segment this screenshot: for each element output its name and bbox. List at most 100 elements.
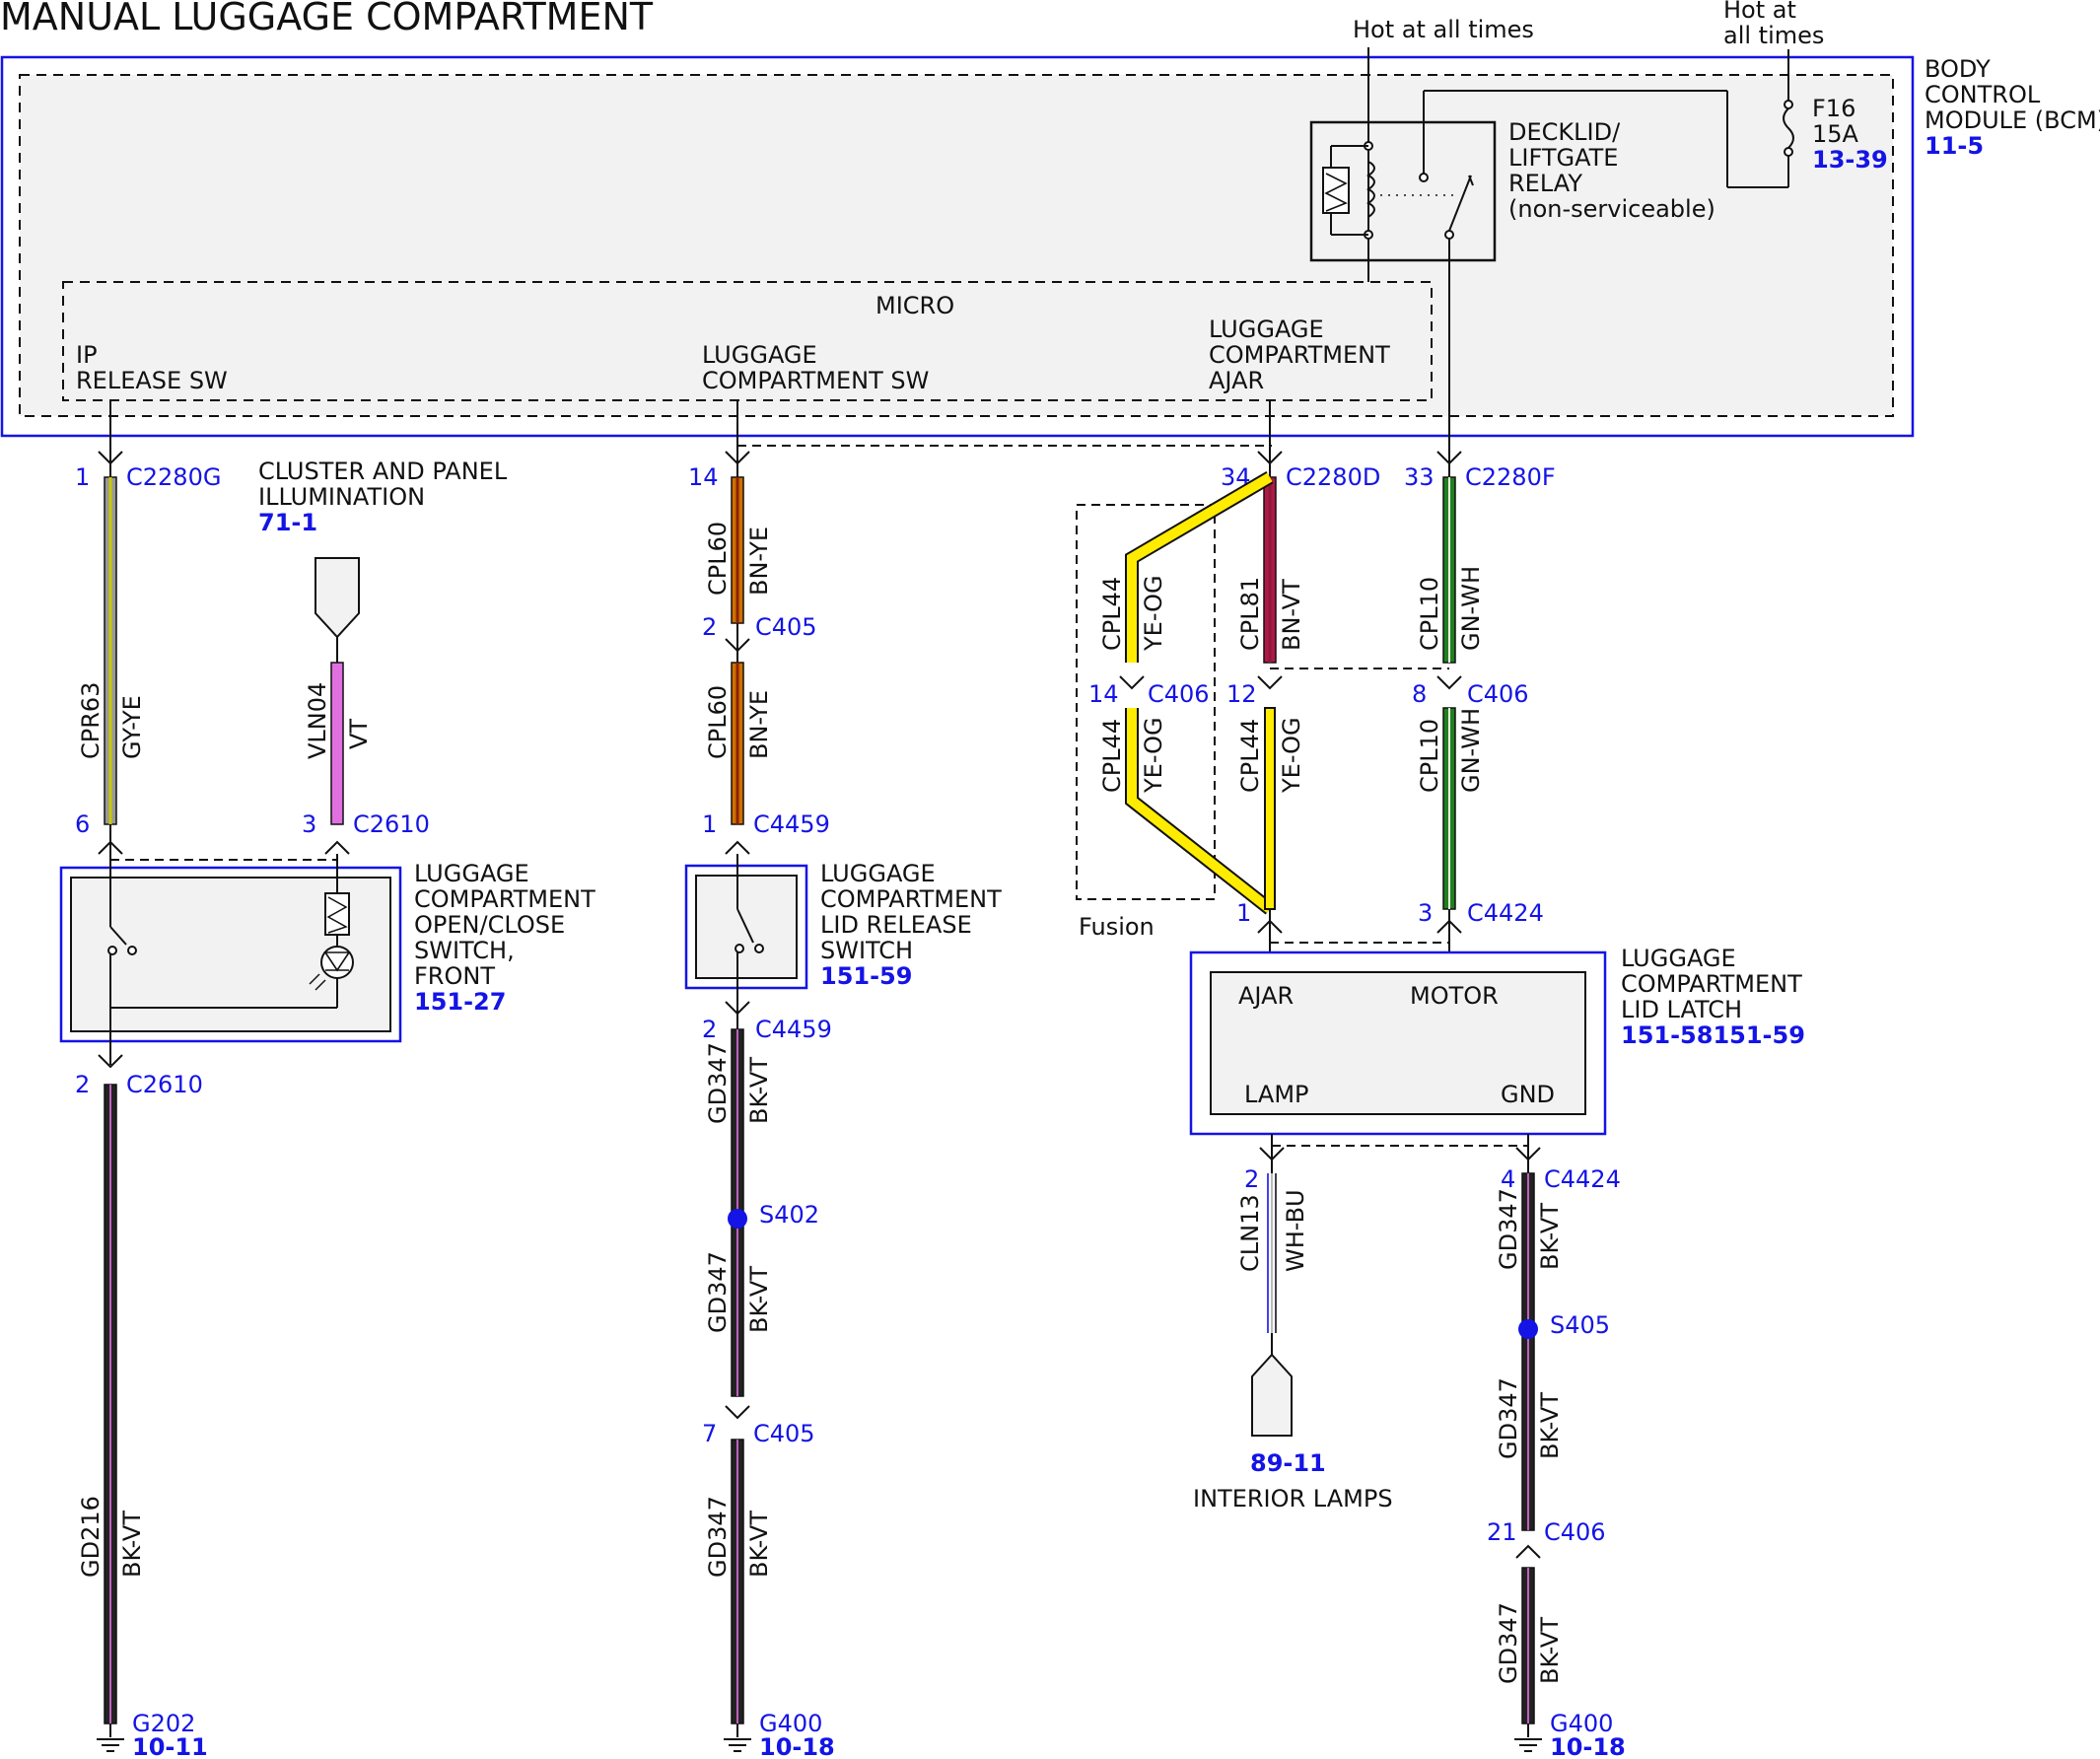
- hot-label-2a: Hot at: [1723, 0, 1796, 24]
- ground-g400-a: G400: [759, 1710, 822, 1737]
- bcm-ref[interactable]: 11-5: [1925, 132, 1984, 160]
- switch-front-line-4: SWITCH,: [414, 937, 515, 964]
- wire-cpl44-b: [1127, 708, 1274, 913]
- wire-cpl44-c-id: CPL44: [1236, 719, 1264, 793]
- ground-g400-a-ref[interactable]: 10-18: [759, 1733, 835, 1759]
- interior-lamps-ref[interactable]: 89-11: [1250, 1449, 1326, 1477]
- switch-lid-line-4: SWITCH: [820, 937, 913, 964]
- conn-c4459-b: C4459: [755, 1016, 832, 1043]
- conn-c405-a: C405: [755, 613, 817, 641]
- wire-cpl10-b-id: CPL10: [1416, 719, 1443, 793]
- pin-1: 1: [75, 463, 90, 491]
- conn-c2280d: C2280D: [1286, 463, 1380, 491]
- wire-cpl44-a: [1127, 472, 1273, 663]
- pin-3-b: 3: [1418, 899, 1433, 927]
- splice-s405: S405: [1550, 1311, 1610, 1339]
- conn-c2280f: C2280F: [1465, 463, 1556, 491]
- ground-g400-b: G400: [1550, 1710, 1613, 1737]
- ground-g400-b-ref[interactable]: 10-18: [1550, 1733, 1626, 1759]
- interior-lamps-connector-icon: [1251, 1353, 1293, 1437]
- latch-line-3: LID LATCH: [1621, 996, 1742, 1023]
- wire-vln04: [330, 662, 344, 825]
- fuse-icon: [1783, 107, 1794, 149]
- wire-vln04-id: VLN04: [304, 682, 331, 759]
- pin-2-a: 2: [75, 1071, 90, 1098]
- pin-2-c: 2: [702, 1016, 717, 1043]
- pin-21: 21: [1487, 1518, 1517, 1546]
- ground-g202: G202: [132, 1710, 195, 1737]
- wire-cpl44-c: [1264, 707, 1276, 910]
- switch-lid-line-1: LUGGAGE: [820, 860, 936, 887]
- splice-s405-icon: [1518, 1319, 1538, 1339]
- pin-1-b: 1: [702, 810, 717, 838]
- fuse-ref[interactable]: 13-39: [1812, 146, 1888, 174]
- latch-pin-motor: MOTOR: [1410, 982, 1499, 1010]
- wire-vln04-color: VT: [345, 719, 373, 749]
- relay-switch-icon: [1448, 175, 1472, 232]
- switch-front-contact-icon: [109, 926, 127, 946]
- lsw-line-2: COMPARTMENT SW: [702, 367, 929, 394]
- relay-line-3: RELAY: [1508, 170, 1582, 197]
- latch-line-1: LUGGAGE: [1621, 945, 1736, 972]
- cluster-ref[interactable]: 71-1: [258, 509, 317, 536]
- wire-cpl81-id: CPL81: [1236, 577, 1264, 651]
- wire-gd216-id: GD216: [77, 1496, 105, 1578]
- wire-cpl44-b-color: YE-OG: [1140, 717, 1167, 794]
- conn-c405-b: C405: [753, 1420, 815, 1447]
- wire-cpl10-a-color: GN-WH: [1457, 566, 1485, 651]
- hot-label-1: Hot at all times: [1353, 16, 1534, 43]
- relay-line-4: (non-serviceable): [1508, 195, 1715, 223]
- wire-cpl60-b-color: BN-YE: [745, 690, 773, 759]
- wire-cpl44-a-id: CPL44: [1098, 577, 1126, 651]
- pin-4: 4: [1501, 1165, 1515, 1193]
- switch-front-ref[interactable]: 151-27: [414, 988, 506, 1016]
- relay-coil-icon: [1322, 167, 1350, 214]
- pin-1-c: 1: [1236, 899, 1251, 927]
- conn-c4459-a: C4459: [753, 810, 830, 838]
- switch-lid-line-2: COMPARTMENT: [820, 885, 1002, 913]
- wire-cpl81-color: BN-VT: [1278, 579, 1305, 651]
- wire-cpl60-a-id: CPL60: [704, 522, 732, 596]
- switch-lid-contact-icon: [736, 908, 754, 944]
- ajar-line-1: LUGGAGE: [1209, 316, 1324, 343]
- wire-gd347-d2-color: BK-VT: [1536, 1392, 1564, 1459]
- conn-c2610-a: C2610: [353, 810, 430, 838]
- conn-c406-a: C406: [1148, 680, 1210, 708]
- switch-lid-line-3: LID RELEASE: [820, 911, 972, 939]
- wire-gd347-d3-color: BK-VT: [1536, 1617, 1564, 1684]
- wire-gd347-d1-color: BK-VT: [1536, 1203, 1564, 1270]
- cluster-line-2: ILLUMINATION: [258, 483, 425, 511]
- wire-gd347-b2-color: BK-VT: [745, 1266, 773, 1333]
- latch-pin-gnd: GND: [1501, 1081, 1555, 1108]
- wire-cpl10-a-id: CPL10: [1416, 577, 1443, 651]
- ip-release-line-1: IP: [76, 341, 98, 369]
- pin-6: 6: [75, 810, 90, 838]
- cluster-connector-icon: [315, 557, 360, 639]
- ajar-line-3: AJAR: [1209, 367, 1264, 394]
- pin-7: 7: [702, 1420, 717, 1447]
- latch-box: [1210, 971, 1586, 1115]
- wire-cln13-id: CLN13: [1236, 1194, 1264, 1272]
- conn-c406-c: C406: [1544, 1518, 1606, 1546]
- conn-c2610-b: C2610: [126, 1071, 203, 1098]
- wire-gd347-b3-id: GD347: [704, 1496, 732, 1578]
- bcm-line-2: CONTROL: [1925, 81, 2041, 108]
- pin-8: 8: [1412, 680, 1427, 708]
- wire-gd347-b2-id: GD347: [704, 1251, 732, 1333]
- lsw-line-1: LUGGAGE: [702, 341, 817, 369]
- connector-c2280g-icon: [98, 451, 123, 465]
- pin-12: 12: [1226, 680, 1257, 708]
- wire-gd347-d2-id: GD347: [1495, 1377, 1522, 1459]
- wire-gd347-b1-color: BK-VT: [745, 1057, 773, 1124]
- latch-ref[interactable]: 151-58151-59: [1621, 1021, 1805, 1049]
- fuse-name: F16: [1812, 95, 1855, 122]
- conn-c2280g: C2280G: [126, 463, 221, 491]
- switch-lid-ref[interactable]: 151-59: [820, 962, 912, 990]
- splice-s402-icon: [728, 1209, 747, 1229]
- interior-lamps-label: INTERIOR LAMPS: [1193, 1485, 1393, 1513]
- wire-cln13-color: WH-BU: [1282, 1189, 1309, 1272]
- ground-g202-ref[interactable]: 10-11: [132, 1733, 208, 1759]
- fuse-rating: 15A: [1812, 120, 1859, 148]
- latch-pin-ajar: AJAR: [1238, 982, 1294, 1010]
